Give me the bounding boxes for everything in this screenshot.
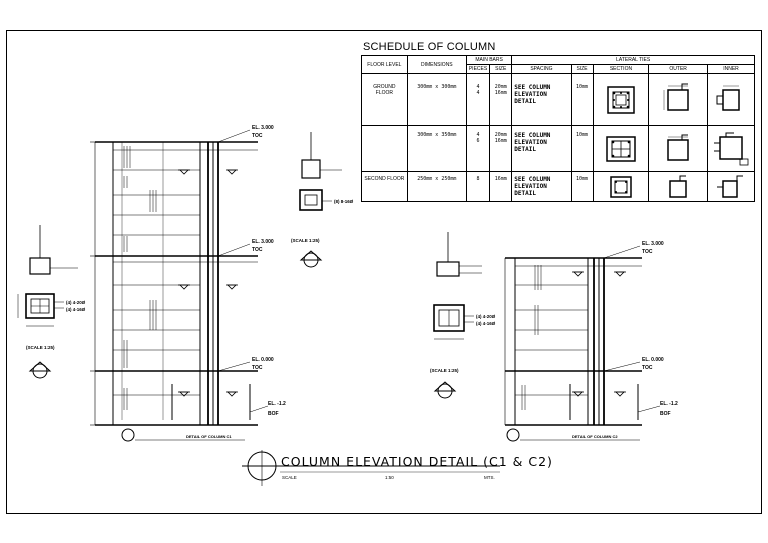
table-row: SECOND FLOOR 250mm x 250mm 8 16mm SEE CO… (361, 171, 755, 202)
cell-pieces: 8 (465, 171, 491, 202)
table-row: 300mm x 350mm 4 6 20mm 16mm SEE COLUMN E… (361, 125, 755, 172)
bars-a-label: (4) 4-20Ø (476, 314, 496, 319)
el-top-label: EL. 3.000 (642, 241, 664, 247)
el-bottom-label: EL. -1.2 (268, 401, 286, 407)
scale-label: (SCALE 1:25) (26, 345, 55, 350)
inner-tie-drawing (707, 171, 755, 202)
middle-column-plan (299, 132, 342, 268)
toc-label: TOC (252, 133, 263, 139)
right-elevation-c2 (504, 245, 661, 426)
cell-floor: SECOND FLOOR (361, 171, 408, 202)
inner-tie-drawing (707, 73, 755, 126)
scale-text: SCALE (282, 475, 297, 480)
section-drawing (592, 73, 650, 126)
drawing-title: COLUMN ELEVATION DETAIL (C1 & C2) (281, 454, 553, 469)
units-text: MTS. (484, 475, 495, 480)
scale-value: 1:50 (385, 475, 394, 480)
toc-label: TOC (252, 247, 263, 253)
cell-dims: 250mm x 250mm (406, 171, 467, 202)
cell-spacing: SEE COLUMN ELEVATION DETAIL (511, 125, 572, 172)
section-drawing (592, 125, 650, 172)
el-top-label: EL. 3.000 (252, 125, 274, 131)
cell-size: 16mm (489, 171, 513, 202)
bars-b-label: (4) 4-16Ø (66, 307, 86, 312)
cell-size: 20mm 16mm (489, 125, 513, 172)
detail-markers (121, 428, 640, 442)
bars-b-label: (4) 4-16Ø (476, 321, 496, 326)
sheet-border (6, 30, 762, 514)
el-bottom-label: EL. -1.2 (660, 401, 678, 407)
scale-label: (SCALE 1:25) (291, 238, 320, 243)
outer-tie-drawing (648, 73, 708, 126)
cell-tie-size: 10mm (570, 73, 594, 126)
bof-label: BOF (660, 411, 671, 417)
cell-floor: GROUND FLOOR (361, 73, 408, 126)
el-mid-label: EL. 3.000 (252, 239, 274, 245)
left-column-plan (17, 225, 78, 379)
toc-label: TOC (642, 365, 653, 371)
outer-tie-drawing (648, 125, 708, 172)
bars-a-label: (4) 4-20Ø (66, 300, 86, 305)
outer-tie-drawing (648, 171, 708, 202)
scale-label: (SCALE 1:25) (430, 368, 459, 373)
el-zero-label: EL. 0.000 (252, 357, 274, 363)
schedule-title: SCHEDULE OF COLUMN (363, 41, 496, 53)
column-schedule-table: FLOOR LEVEL DIMENSIONS MAIN BARS LATERAL… (361, 55, 755, 202)
detail-c2-label: DETAIL OF COLUMN C2 (572, 434, 618, 439)
left-elevation-c1 (90, 129, 269, 426)
section-drawing (592, 171, 650, 202)
toc-label: TOC (252, 365, 263, 371)
toc-label: TOC (642, 249, 653, 255)
cell-size: 20mm 16mm (489, 73, 513, 126)
table-row: GROUND FLOOR 300mm x 300mm 4 4 20mm 16mm… (361, 73, 755, 126)
el-zero-label: EL. 0.000 (642, 357, 664, 363)
bof-label: BOF (268, 411, 279, 417)
cell-tie-size: 10mm (570, 171, 594, 202)
inner-tie-drawing (707, 125, 755, 172)
detail-c1-label: DETAIL OF COLUMN C1 (186, 434, 232, 439)
title-marker (242, 450, 500, 486)
bars-c-label: (8) 8-16Ø (334, 199, 354, 204)
cell-pieces: 4 4 (465, 73, 491, 126)
right-column-plan (433, 232, 482, 399)
